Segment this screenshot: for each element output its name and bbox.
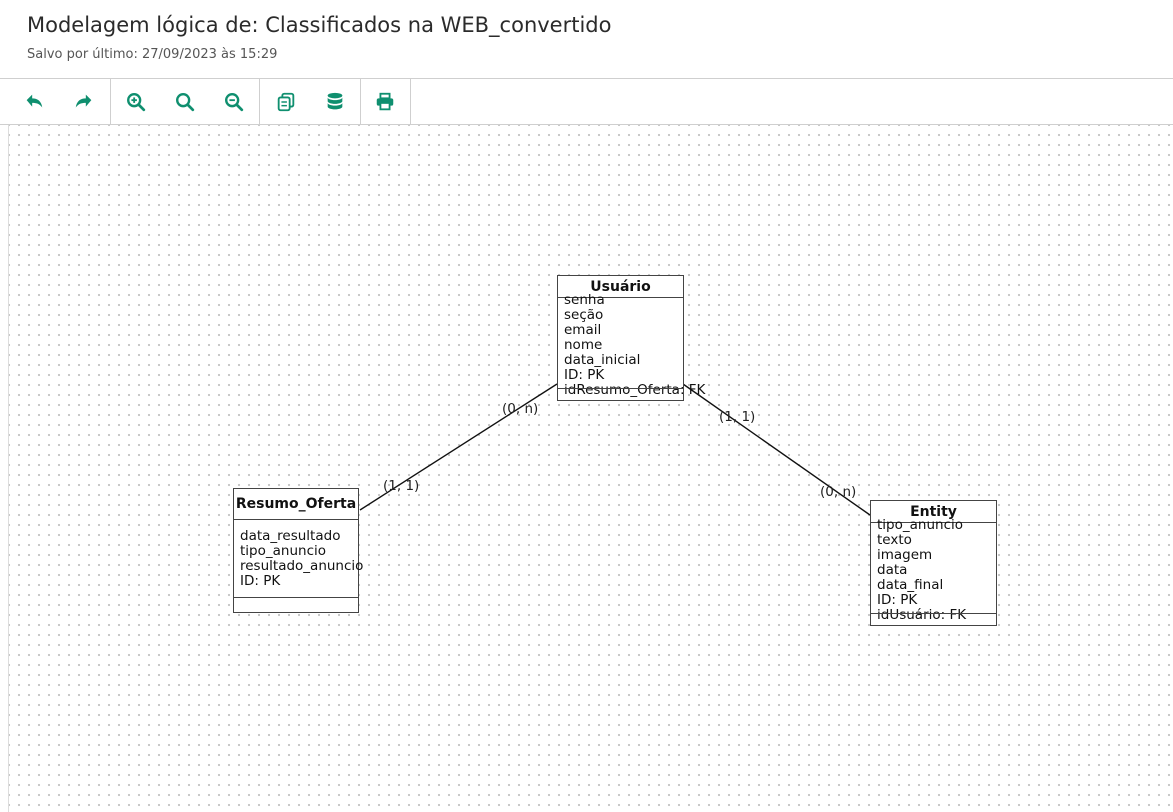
attribute-list: tipo_anuncio texto imagem data data_fina… xyxy=(877,518,966,623)
cardinality-label: (1, 1) xyxy=(383,478,420,494)
attribute: senha xyxy=(564,292,605,308)
redo-button[interactable] xyxy=(59,79,109,124)
page-title: Modelagem lógica de: Classificados na WE… xyxy=(27,13,612,37)
attribute: tipo_anuncio xyxy=(240,543,326,559)
copy-icon xyxy=(277,92,295,111)
copy-button[interactable] xyxy=(261,79,311,124)
attribute: nome xyxy=(564,337,603,353)
attribute-list: senha seção email nome data_inicial ID: … xyxy=(564,293,705,398)
redo-icon xyxy=(75,94,92,107)
header: Modelagem lógica de: Classificados na WE… xyxy=(0,0,1173,79)
database-icon xyxy=(327,92,343,109)
entity-name: Resumo_Oferta xyxy=(235,496,357,512)
undo-icon xyxy=(26,94,43,107)
entity-resumo-oferta[interactable]: Resumo_Oferta data_resultado tipo_anunci… xyxy=(233,488,363,613)
entity-entity[interactable]: Entity tipo_anuncio texto imagem data da… xyxy=(870,500,997,626)
attribute: idUsuário: FK xyxy=(877,607,967,623)
zoom-out-button[interactable] xyxy=(209,79,259,124)
attribute: ID: PK xyxy=(240,573,281,589)
attribute: resultado_anuncio xyxy=(240,558,364,574)
attribute-list: data_resultado tipo_anuncio resultado_an… xyxy=(240,529,363,589)
attribute: data_final xyxy=(877,577,944,593)
relationship-line-usuario-entity xyxy=(682,383,871,516)
cardinality-label: (0, n) xyxy=(820,484,857,500)
database-button[interactable] xyxy=(310,79,360,124)
zoom-in-button[interactable] xyxy=(111,79,161,124)
print-icon xyxy=(376,92,394,110)
zoom-in-icon xyxy=(127,92,146,111)
attribute: seção xyxy=(564,307,604,323)
attribute: ID: PK xyxy=(564,367,605,383)
attribute: data_inicial xyxy=(564,352,641,368)
attribute: idResumo_Oferta: FK xyxy=(564,382,706,398)
cardinality-label: (0, n) xyxy=(502,401,539,417)
zoom-reset-button[interactable] xyxy=(160,79,210,124)
attribute: tipo_anuncio xyxy=(877,517,963,533)
print-button[interactable] xyxy=(360,79,410,124)
attribute: ID: PK xyxy=(877,592,918,608)
last-saved-text: Salvo por último: 27/09/2023 às 15:29 xyxy=(27,47,278,62)
entity-name: Usuário xyxy=(590,279,651,295)
attribute: texto xyxy=(877,532,912,548)
diagram-canvas[interactable] xyxy=(8,125,1173,812)
relationship-line-usuario-resumo xyxy=(359,383,558,511)
entity-usuario[interactable]: Usuário senha seção email nome data_inic… xyxy=(557,275,705,401)
attribute: data xyxy=(877,562,908,578)
cardinality-label: (1, 1) xyxy=(719,409,756,425)
zoom-reset-icon xyxy=(176,92,195,111)
undo-button[interactable] xyxy=(9,79,59,124)
toolbar xyxy=(0,79,1173,125)
attribute: data_resultado xyxy=(240,528,341,544)
attribute: email xyxy=(564,322,602,338)
entity-name: Entity xyxy=(910,504,957,520)
zoom-out-icon xyxy=(225,92,244,111)
attribute: imagem xyxy=(877,547,933,563)
